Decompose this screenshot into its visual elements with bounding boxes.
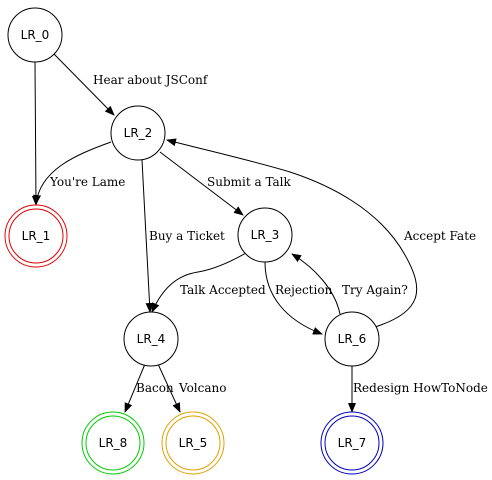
edge-lr0-lr1 (31, 61, 40, 206)
svg-text:LR_6: LR_6 (338, 332, 367, 346)
svg-text:LR_0: LR_0 (21, 28, 50, 42)
node-lr4: LR_4 (123, 311, 179, 367)
svg-text:LR_8: LR_8 (99, 436, 128, 450)
edge-label-lr0-lr2: Hear about JSConf (93, 73, 209, 87)
svg-text:LR_1: LR_1 (22, 229, 51, 243)
svg-text:LR_3: LR_3 (251, 228, 280, 242)
edge-label-lr2-lr1: You're Lame (49, 175, 125, 189)
edge-lr2-lr1 (33, 141, 112, 205)
edge-lr0-lr2 (53, 53, 115, 116)
edge-lr4-lr8 (124, 363, 146, 413)
node-lr5: LR_5 (161, 411, 225, 475)
edge-lr6-lr2 (166, 138, 418, 328)
node-lr2: LR_2 (110, 105, 166, 161)
edge-label-lr3-lr4: Talk Accepted (180, 283, 266, 297)
nodes: LR_0 LR_2 LR_1 LR_3 LR_4 LR_6 LR_8 (4, 7, 384, 475)
edge-labels: Hear about JSConf You're Lame Submit a T… (49, 73, 488, 395)
edge-lr2-lr3 (159, 151, 244, 216)
edge-label-lr4-lr8: Bacon (136, 381, 174, 395)
node-lr8: LR_8 (81, 411, 145, 475)
edge-label-lr6-lr3: Try Again? (342, 283, 408, 297)
svg-text:LR_5: LR_5 (179, 436, 208, 450)
node-lr0: LR_0 (7, 7, 63, 63)
svg-text:LR_2: LR_2 (124, 126, 153, 140)
edge-label-lr6-lr2: Accept Fate (403, 229, 476, 243)
edge-lr3-lr4 (151, 252, 247, 313)
edge-label-lr6-lr7: Redesign HowToNode (353, 381, 488, 395)
edge-lr3-lr6 (264, 261, 323, 335)
edge-lr4-lr5 (157, 363, 181, 413)
edges (31, 53, 418, 413)
edge-lr6-lr3 (291, 253, 341, 315)
node-lr6: LR_6 (324, 311, 380, 367)
edge-label-lr3-lr6: Rejection (275, 283, 333, 297)
svg-text:LR_4: LR_4 (137, 332, 166, 346)
node-lr3: LR_3 (237, 207, 293, 263)
node-lr1: LR_1 (4, 204, 68, 268)
edge-label-lr2-lr4: Buy a Ticket (149, 229, 225, 243)
edge-label-lr2-lr3: Submit a Talk (207, 175, 292, 189)
edge-label-lr4-lr5: Volcano (178, 381, 226, 395)
node-lr7: LR_7 (320, 411, 384, 475)
edge-lr2-lr4 (141, 159, 154, 313)
svg-text:LR_7: LR_7 (338, 436, 367, 450)
